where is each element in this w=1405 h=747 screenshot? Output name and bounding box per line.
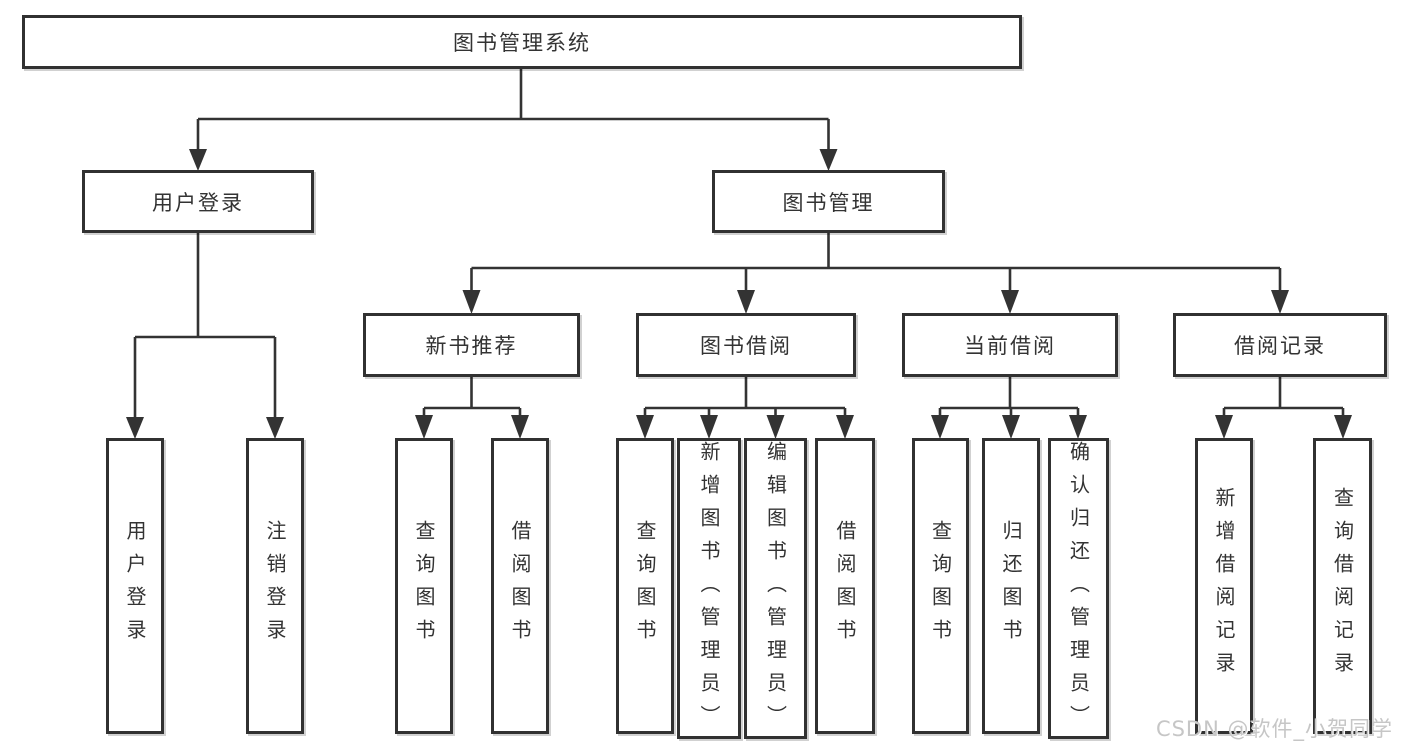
node-new-book-recommendation: 新书推荐 — [363, 313, 580, 377]
node-leaf-records-add-borrow-record: 新增借阅记录 — [1195, 438, 1253, 734]
node-label: 查询图书 — [412, 520, 436, 652]
node-label: 借阅图书 — [508, 520, 532, 652]
connector-root-to-level2 — [189, 69, 838, 171]
node-leaf-logout: 注销登录 — [246, 438, 304, 734]
node-leaf-borrowing-edit-books-admin: 编辑图书（管理员） — [744, 438, 807, 739]
node-user-login: 用户登录 — [82, 170, 314, 233]
node-leaf-current-query-books: 查询图书 — [912, 438, 969, 734]
node-current-borrowing: 当前借阅 — [902, 313, 1118, 377]
connector-user-login-children — [126, 233, 284, 439]
node-label: 借阅图书 — [833, 520, 857, 652]
node-label: 新增借阅记录 — [1212, 487, 1236, 685]
node-label: 用户登录 — [123, 520, 147, 652]
node-leaf-current-confirm-return-admin: 确认归还（管理员） — [1048, 438, 1109, 739]
node-label: 借阅记录 — [1234, 334, 1326, 358]
node-leaf-user-login: 用户登录 — [106, 438, 164, 734]
node-library-management-system: 图书管理系统 — [22, 15, 1022, 69]
node-book-borrowing: 图书借阅 — [636, 313, 856, 377]
node-label: 查询图书 — [928, 520, 953, 652]
node-label: 当前借阅 — [964, 334, 1056, 358]
node-label: 注销登录 — [263, 520, 287, 652]
connector-borrow-records-children — [1215, 377, 1352, 439]
node-label: 归还图书 — [999, 520, 1023, 652]
node-label: 编辑图书（管理员） — [763, 441, 788, 738]
node-label: 用户登录 — [152, 190, 244, 215]
node-leaf-records-query-borrow-record: 查询借阅记录 — [1313, 438, 1372, 734]
node-label: 图书管理 — [782, 190, 875, 215]
connector-new-book-children — [415, 377, 529, 439]
node-leaf-current-return-books: 归还图书 — [982, 438, 1040, 734]
connector-book-mgmt-children — [462, 233, 1289, 314]
node-leaf-borrowing-add-books-admin: 新增图书（管理员） — [677, 438, 741, 739]
node-leaf-borrowing-borrow-books: 借阅图书 — [815, 438, 875, 734]
node-label: 查询图书 — [633, 520, 657, 652]
node-leaf-recommend-query-books: 查询图书 — [395, 438, 453, 734]
node-label: 图书管理系统 — [453, 31, 591, 55]
node-book-management: 图书管理 — [712, 170, 945, 233]
csdn-watermark: CSDN @软件_小贺同学 — [1155, 717, 1393, 741]
connector-current-borrow-children — [931, 377, 1087, 439]
node-label: 新书推荐 — [425, 334, 518, 358]
node-label: 新增图书（管理员） — [697, 441, 721, 738]
node-borrow-records: 借阅记录 — [1173, 313, 1387, 377]
node-label: 查询借阅记录 — [1330, 487, 1355, 685]
node-leaf-borrowing-query-books: 查询图书 — [616, 438, 674, 734]
node-leaf-recommend-borrow-books: 借阅图书 — [491, 438, 549, 734]
connector-book-borrow-children — [636, 377, 854, 439]
node-label: 确认归还（管理员） — [1066, 441, 1091, 738]
node-label: 图书借阅 — [700, 334, 792, 358]
